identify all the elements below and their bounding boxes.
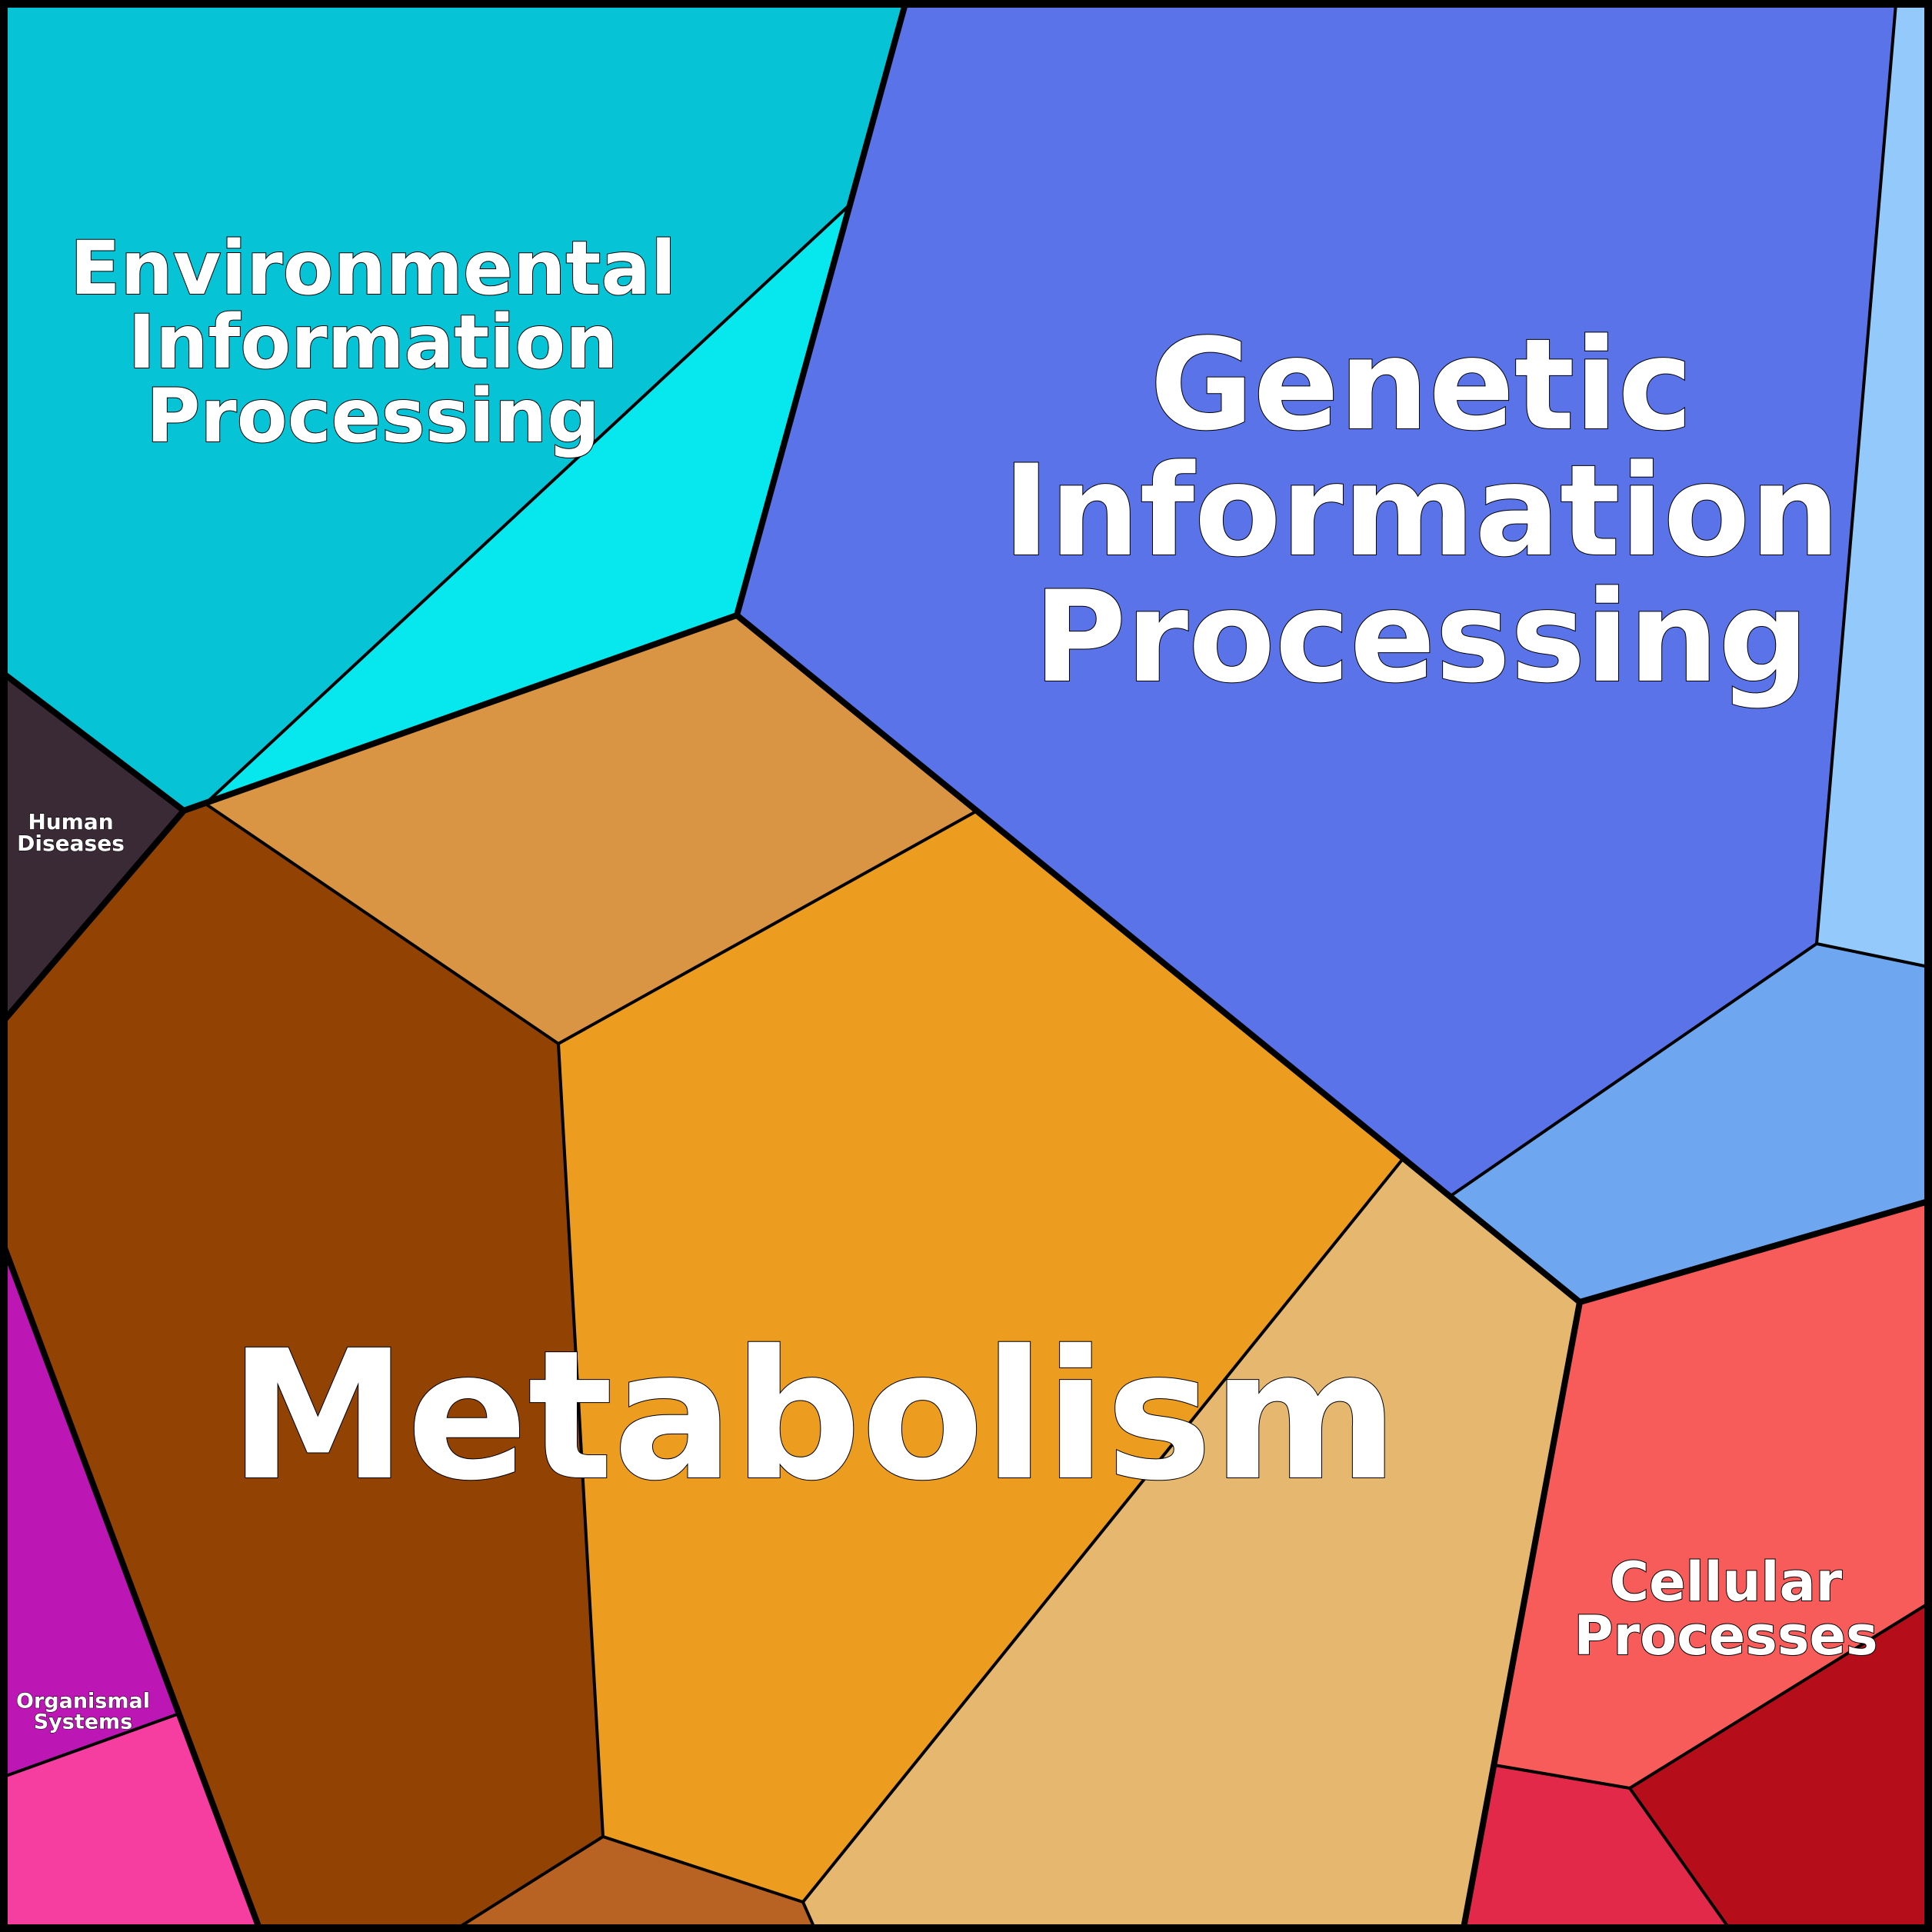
cell-organismal-1	[4, 1246, 179, 1777]
region-genetic	[737, 4, 1928, 1302]
label-line: Cellular	[1610, 1551, 1843, 1614]
label-line: Environmental	[70, 225, 676, 311]
label-line: Human	[28, 809, 113, 834]
label-line: Metabolism	[229, 1312, 1398, 1520]
region-cellular	[1464, 1201, 1928, 1928]
cell-genetic-3	[1451, 944, 1928, 1302]
label-line: Processes	[1574, 1604, 1877, 1667]
cell-genetic-1	[737, 4, 1896, 1196]
label-line: Information	[128, 299, 618, 385]
label-metabolism: Metabolism	[229, 1312, 1398, 1520]
cell-genetic-2	[1817, 4, 1928, 967]
cell-human-diseases-1	[4, 674, 184, 1021]
label-line: Organismal	[16, 1689, 150, 1713]
label-line: Systems	[34, 1710, 133, 1734]
region-human-diseases	[4, 674, 184, 1021]
label-line: Diseases	[17, 831, 125, 856]
cell-metabolism-3	[558, 811, 1402, 1902]
cell-organismal-2	[4, 1714, 259, 1928]
cell-metabolism-1	[205, 615, 976, 1044]
region-metabolism	[4, 615, 1580, 1928]
cell-cellular-3	[1464, 1765, 1729, 1928]
label-line: Information	[1003, 438, 1840, 585]
cell-environmental-1	[4, 4, 905, 811]
cell-cellular-2	[1630, 1604, 1928, 1928]
cell-cellular-1	[1494, 1201, 1928, 1788]
cell-metabolism-2	[4, 804, 603, 1928]
cell-metabolism-5	[458, 1837, 814, 1928]
label-line: Processing	[1034, 564, 1809, 711]
region-organismal	[4, 1246, 259, 1928]
label-line: Genetic	[1150, 311, 1693, 458]
cell-borders	[3, 3, 1930, 1930]
label-line: Processing	[146, 373, 600, 459]
cell-metabolism-4	[803, 1160, 1580, 1928]
